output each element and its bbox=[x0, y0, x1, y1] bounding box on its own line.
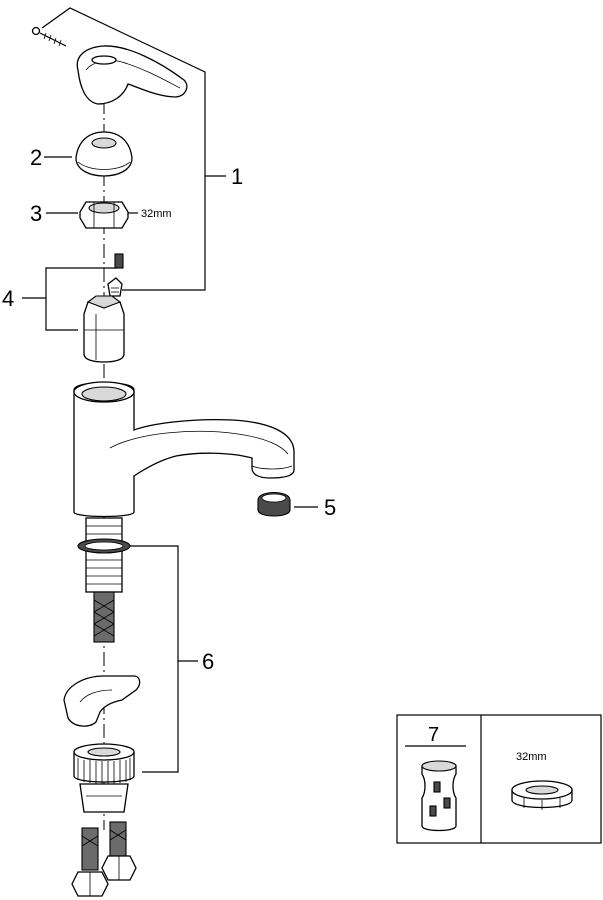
aerator-part bbox=[257, 491, 318, 517]
cartridge-body bbox=[83, 301, 125, 363]
tap-body bbox=[73, 381, 295, 593]
cartridge-part bbox=[22, 253, 125, 363]
cover-cap-part bbox=[44, 131, 133, 177]
braided-hose-upper bbox=[93, 591, 115, 643]
inset-dimension-label: 32mm bbox=[516, 751, 547, 763]
inset-part-number: 7 bbox=[428, 724, 439, 746]
callout-1-bracket bbox=[41, 7, 226, 291]
small-screw-top bbox=[114, 253, 124, 269]
hose-fixing-part bbox=[63, 545, 198, 897]
nut-part bbox=[46, 201, 138, 229]
braided-hose-lower-left bbox=[81, 827, 99, 871]
callout-3-label: 3 bbox=[30, 201, 42, 226]
callout-4-label: 4 bbox=[2, 286, 14, 311]
callout-6-label: 6 bbox=[202, 649, 214, 674]
threaded-shank bbox=[85, 517, 123, 593]
callout-5-label: 5 bbox=[324, 495, 336, 520]
spare-parts-inset: 7 32mm bbox=[396, 714, 602, 844]
inset-nut-part bbox=[511, 780, 573, 810]
fixing-sleeve bbox=[79, 783, 129, 813]
extension-sleeve-part bbox=[421, 760, 457, 832]
horseshoe-washer bbox=[63, 675, 141, 727]
small-screw-lower bbox=[107, 277, 123, 297]
set-screw-head bbox=[31, 26, 41, 36]
tap-spout-body bbox=[73, 381, 295, 518]
braided-hose-lower-right bbox=[109, 821, 127, 857]
lever-handle-part bbox=[31, 26, 188, 105]
callout-2-label: 2 bbox=[30, 145, 42, 170]
nut-dimension-label: 32mm bbox=[141, 208, 172, 220]
callout-1-label: 1 bbox=[231, 164, 243, 189]
handle-lever-body bbox=[76, 45, 188, 105]
cover-cap bbox=[75, 131, 133, 177]
